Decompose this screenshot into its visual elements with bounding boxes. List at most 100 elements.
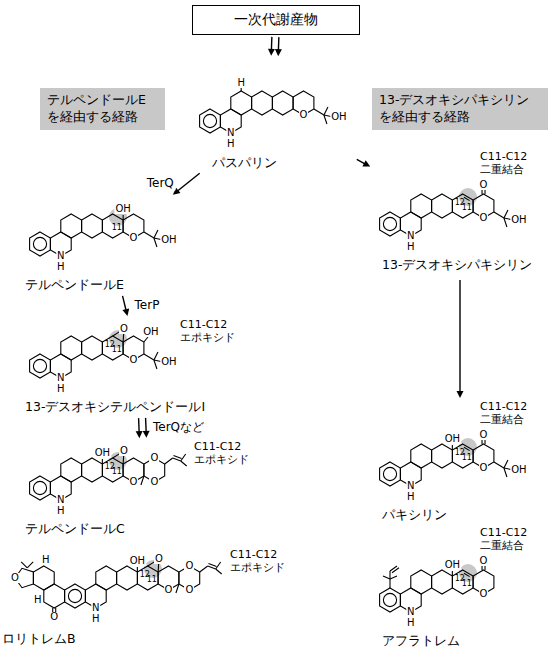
bond-line xyxy=(154,360,157,369)
atom-label: O xyxy=(119,324,129,334)
bond-line xyxy=(158,564,160,572)
compound-name: テルペンドールC xyxy=(25,522,125,536)
bond-line xyxy=(241,88,242,91)
ring xyxy=(380,588,401,612)
atom-label: OH xyxy=(444,434,461,444)
atom-label: OH xyxy=(444,560,461,570)
ring xyxy=(117,566,138,590)
bond-line xyxy=(123,456,125,464)
bond-note: C11-C12 二重結合 xyxy=(480,150,546,176)
ring xyxy=(452,444,473,468)
atom-label: O xyxy=(479,463,489,473)
bond-line xyxy=(176,584,179,593)
bond-line xyxy=(200,566,208,572)
reaction-arrow xyxy=(173,173,200,195)
ring xyxy=(411,570,432,594)
bond-line xyxy=(494,212,504,218)
ring xyxy=(96,566,117,590)
bond-line xyxy=(484,190,485,194)
atom-label: O xyxy=(479,213,489,223)
atom-label: N xyxy=(91,603,100,613)
arrow-shaft xyxy=(278,37,280,50)
atom-label: O xyxy=(184,561,194,571)
atom-label: O xyxy=(479,556,489,566)
compound-name: ロリトレムB xyxy=(2,632,76,646)
atom-label: O xyxy=(154,554,164,564)
ring xyxy=(272,91,293,115)
atom-number: 11 xyxy=(112,468,122,476)
compound-structure: アフラトレムC11-C12 二重結合OH1211NHOO xyxy=(372,526,548,652)
bond-note: C11-C12 エポキシド xyxy=(194,440,260,466)
bond-line xyxy=(389,571,390,579)
aromatic-circle xyxy=(383,593,396,606)
ring xyxy=(102,214,123,238)
bond-line xyxy=(504,210,508,218)
atom-label: O xyxy=(479,589,489,599)
compound-structure: 13-デスオキシパキシリンC11-C12 二重結合1211NHOOOH xyxy=(372,150,548,278)
ring xyxy=(200,109,221,133)
atom-label: N xyxy=(226,128,235,138)
aromatic-circle xyxy=(33,481,46,494)
ring xyxy=(380,212,401,236)
enzyme-label: TerP xyxy=(133,299,162,312)
atom-label: N xyxy=(56,373,65,383)
ring xyxy=(432,570,453,594)
bond-line xyxy=(324,107,328,115)
arrow-shaft xyxy=(357,159,365,163)
atom-label: O xyxy=(129,477,139,487)
atom-number: 11 xyxy=(112,224,122,232)
bond-line xyxy=(481,566,482,570)
bond-note: C11-C12 二重結合 xyxy=(480,400,546,426)
ring xyxy=(411,194,432,218)
compound-structure: パキシリンC11-C12 二重結合OH1211NHOOOH xyxy=(372,400,548,526)
bond-line xyxy=(141,476,144,485)
enzyme-label: TerQなど xyxy=(151,421,206,434)
ring xyxy=(61,214,82,238)
bond-line xyxy=(209,564,217,567)
bond-line xyxy=(181,461,187,466)
atom-label: O xyxy=(129,233,139,243)
arrow-shaft xyxy=(459,280,460,392)
atom-label: OH xyxy=(114,204,131,214)
atom-label: O xyxy=(10,573,20,583)
atom-label: O xyxy=(479,430,489,440)
compound-name: パスパリン xyxy=(212,156,277,170)
bond-line xyxy=(484,566,485,570)
bond-line xyxy=(481,440,482,444)
ring xyxy=(30,354,51,378)
atom-label: OH xyxy=(94,448,111,458)
bond-note: C11-C12 エポキシド xyxy=(180,318,246,344)
aromatic-circle xyxy=(383,217,396,230)
bond-line xyxy=(144,337,148,342)
atom-label: H xyxy=(56,384,66,394)
bond-line xyxy=(208,566,216,569)
atom-label: N xyxy=(406,607,415,617)
atom-label: O xyxy=(149,453,159,463)
bond-note: C11-C12 エポキシド xyxy=(230,548,296,574)
arrow-head xyxy=(362,160,370,166)
bond-line xyxy=(392,568,399,573)
ring xyxy=(30,232,51,256)
reaction-arrow xyxy=(122,296,129,316)
bond-line xyxy=(181,454,186,461)
atom-number: 11 xyxy=(462,580,472,588)
aromatic-circle xyxy=(203,114,216,127)
ring xyxy=(30,476,51,500)
bond-line xyxy=(216,569,222,574)
arrow-head xyxy=(143,431,150,438)
ring xyxy=(452,194,473,218)
arrow-shaft xyxy=(138,418,140,432)
ring xyxy=(432,444,453,468)
aromatic-circle xyxy=(383,467,396,480)
ring xyxy=(33,566,54,590)
bond-line xyxy=(390,576,397,579)
ring xyxy=(411,444,432,468)
enzyme-label: TerQ xyxy=(145,177,176,190)
atom-label: O xyxy=(299,110,309,120)
bond-line xyxy=(494,462,504,468)
atom-number: 11 xyxy=(112,346,122,354)
ring xyxy=(82,214,103,238)
arrow-head xyxy=(268,49,275,56)
ring xyxy=(432,194,453,218)
compound-name: テルペンドールE xyxy=(25,278,124,292)
